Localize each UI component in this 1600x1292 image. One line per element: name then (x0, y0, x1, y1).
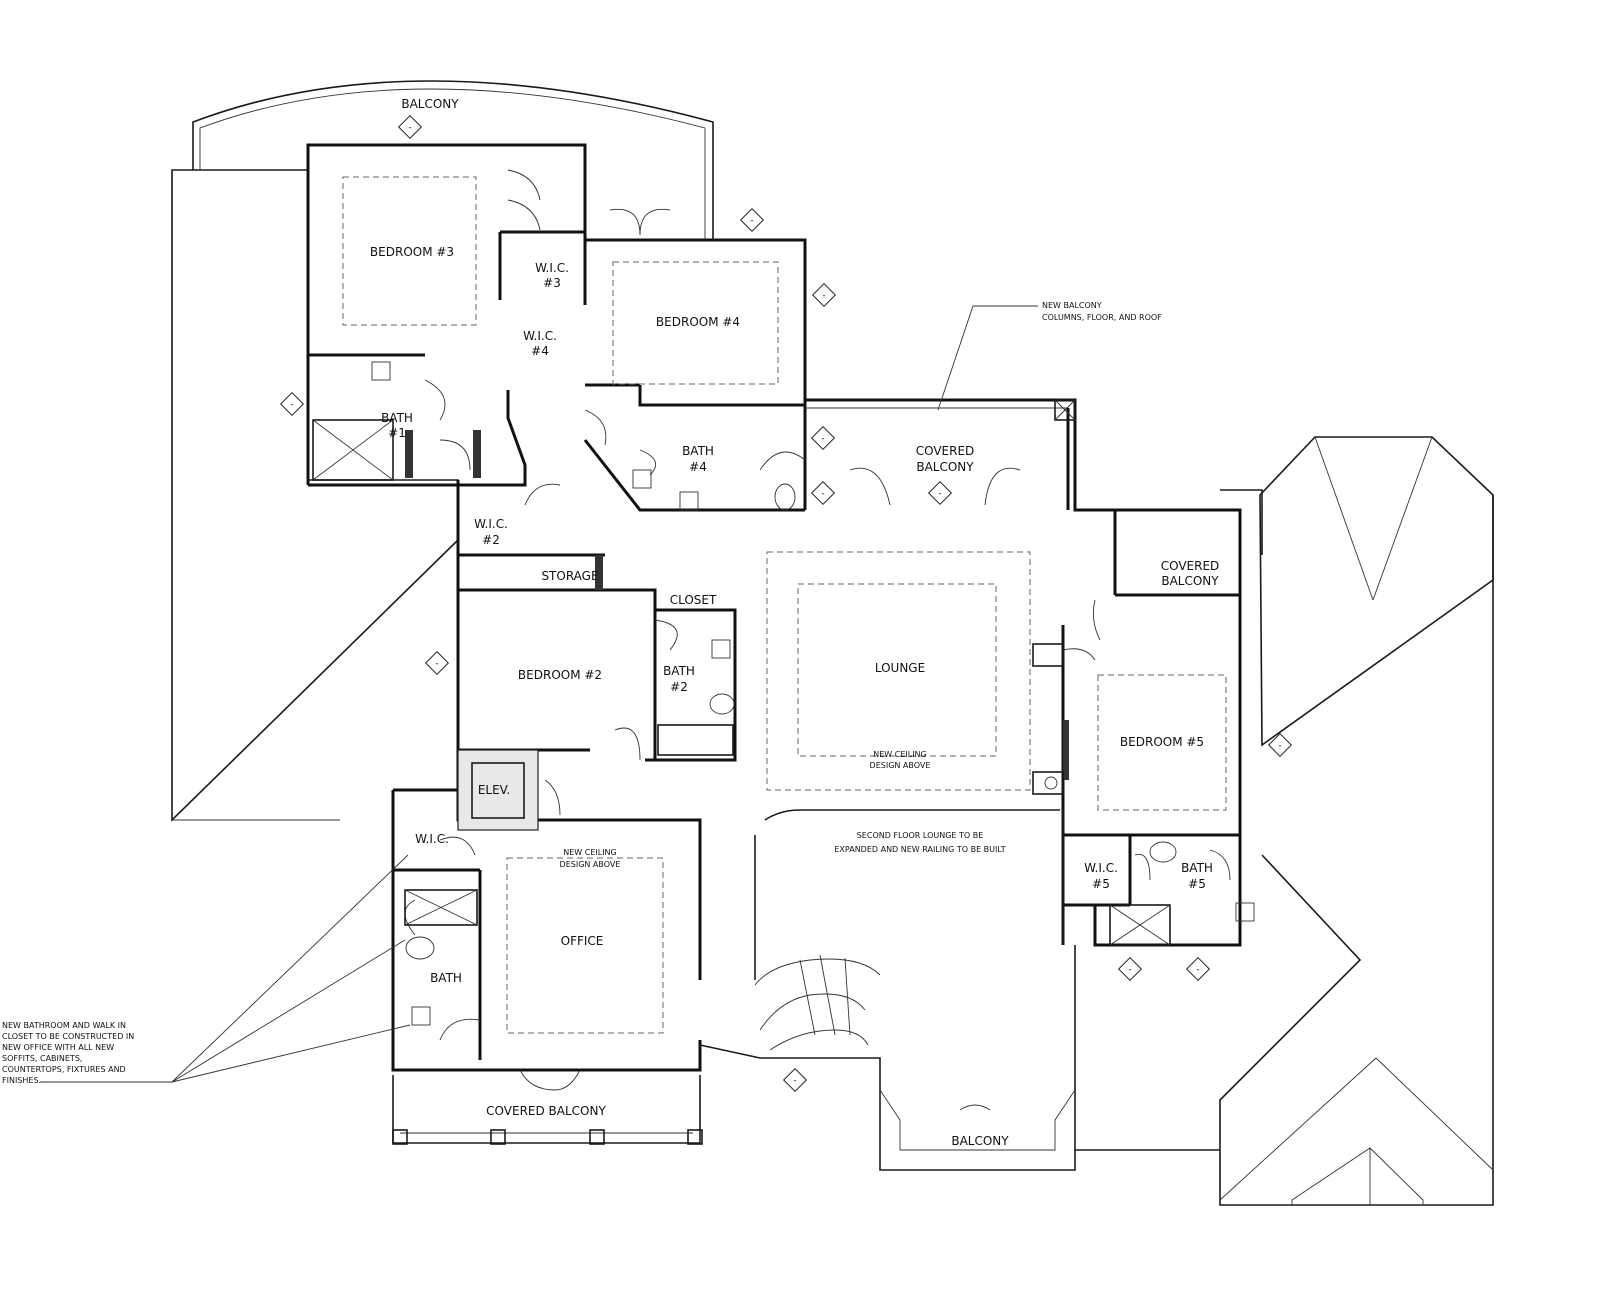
elevation-marker-diamond: - (1267, 732, 1293, 758)
roof-outline (171, 169, 1494, 1206)
elevation-marker-diamond: - (782, 1067, 808, 1093)
note-new-balcony-2: COLUMNS, FLOOR, AND ROOF (1042, 313, 1162, 322)
elevation-marker-diamond: - (1117, 956, 1143, 982)
ceiling-outlines (342, 176, 1227, 1034)
wic-office-label: W.I.C. (415, 832, 449, 846)
bath1-label-b: #1 (388, 426, 406, 440)
lounge-ceiling-note-2: DESIGN ABOVE (870, 761, 931, 770)
new-bath-note-2: CLOSET TO BE CONSTRUCTED IN (2, 1032, 134, 1041)
wic4-label-b: #4 (531, 344, 549, 358)
elevation-marker-symbol: - (408, 123, 411, 133)
elevation-marker-symbol: - (821, 489, 824, 499)
elevation-marker-symbol: - (1196, 965, 1199, 975)
elevation-marker-symbol: - (822, 291, 825, 301)
elevation-marker-diamond: - (810, 425, 836, 451)
elevation-marker-symbol: - (793, 1076, 796, 1086)
notes: NEW BALCONY COLUMNS, FLOOR, AND ROOF NEW… (2, 301, 1162, 1085)
elevation-marker-diamond: - (279, 391, 305, 417)
closet-label: CLOSET (670, 593, 717, 607)
office-label: OFFICE (561, 934, 604, 948)
elevation-marker-symbol: - (1278, 741, 1281, 751)
lounge-ceiling-note-1: NEW CEILING (873, 750, 927, 759)
bedroom2-label: BEDROOM #2 (518, 668, 602, 682)
office-ceiling-note-1: NEW CEILING (563, 848, 617, 857)
second-floor-note-2: EXPANDED AND NEW RAILING TO BE BUILT (834, 845, 1005, 854)
fixtures (371, 361, 1255, 1026)
covered-balcony-right-label-a: COVERED (1161, 559, 1220, 573)
bedroom5-label: BEDROOM #5 (1120, 735, 1204, 749)
new-bath-note-5: COUNTERTOPS, FIXTURES AND (2, 1065, 126, 1074)
covered-balcony-bottom (392, 1075, 703, 1145)
wic2-label-b: #2 (482, 533, 500, 547)
office-ceiling-note-2: DESIGN ABOVE (560, 860, 621, 869)
bath4-label-b: #4 (689, 460, 707, 474)
elevation-marker-symbol: - (750, 216, 753, 226)
elevation-marker-diamond: - (397, 114, 423, 140)
covered-balcony-right-label-b: BALCONY (1161, 574, 1219, 588)
new-bath-note-4: SOFFITS, CABINETS, (2, 1054, 82, 1063)
balcony-top-label: BALCONY (401, 97, 459, 111)
door-swings (404, 169, 1231, 1111)
elevation-marker-diamond: - (424, 650, 450, 676)
elevation-marker-symbol: - (938, 489, 941, 499)
new-bath-note-6: FINISHES. (2, 1076, 41, 1085)
wic5-label-a: W.I.C. (1084, 861, 1118, 875)
bedroom4-label: BEDROOM #4 (656, 315, 740, 329)
top-balcony: BALCONY (192, 80, 714, 240)
elevation-marker-diamond: - (739, 207, 765, 233)
second-floor-note-1: SECOND FLOOR LOUNGE TO BE (857, 831, 984, 840)
storage-label: STORAGE (541, 569, 598, 583)
bath2-label-a: BATH (663, 664, 695, 678)
balcony-bottom-label: BALCONY (951, 1134, 1009, 1148)
walls (306, 143, 1242, 1171)
elevation-marker-diamond: - (810, 480, 836, 506)
elevation-marker-diamond: - (927, 480, 953, 506)
room-labels: BEDROOM #3 W.I.C. #3 BEDROOM #4 W.I.C. #… (370, 245, 1219, 1148)
bath5-label-b: #5 (1188, 877, 1206, 891)
bath5-label-a: BATH (1181, 861, 1213, 875)
elevation-markers: - - - - - - - - - - - - (279, 114, 1293, 1093)
new-bath-note-1: NEW BATHROOM AND WALK IN (2, 1021, 126, 1030)
stairs (754, 954, 881, 1051)
new-bath-note-3: NEW OFFICE WITH ALL NEW (2, 1043, 114, 1052)
wic5-label-b: #5 (1092, 877, 1110, 891)
covered-balcony-label-a: COVERED (916, 444, 975, 458)
elevation-marker-diamond: - (811, 282, 837, 308)
elevation-marker-symbol: - (1128, 965, 1131, 975)
bath1-label-a: BATH (381, 411, 413, 425)
elevation-marker-diamond: - (1185, 956, 1211, 982)
note-new-balcony-1: NEW BALCONY (1042, 301, 1102, 310)
solid-walls (312, 399, 1171, 946)
wic4-label-a: W.I.C. (523, 329, 557, 343)
elevation-marker-symbol: - (821, 434, 824, 444)
covered-balcony-bottom-label: COVERED BALCONY (486, 1104, 606, 1118)
elev-label: ELEV. (478, 783, 510, 797)
bedroom3-label: BEDROOM #3 (370, 245, 454, 259)
elevation-marker-symbol: - (290, 400, 293, 410)
elevation-marker-symbol: - (435, 659, 438, 669)
covered-balcony-label-b: BALCONY (916, 460, 974, 474)
lounge-label: LOUNGE (875, 661, 925, 675)
bath2-label-b: #2 (670, 680, 688, 694)
wic2-label-a: W.I.C. (474, 517, 508, 531)
wic3-label-a: W.I.C. (535, 261, 569, 275)
bath4-label-a: BATH (682, 444, 714, 458)
bath-office-label: BATH (430, 971, 462, 985)
wic3-label-b: #3 (543, 276, 561, 290)
